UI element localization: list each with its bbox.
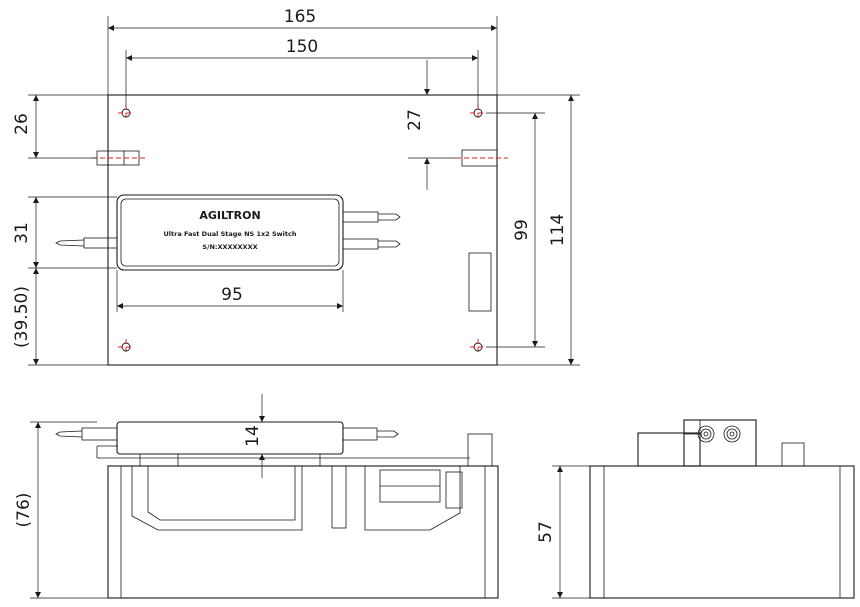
- dim-module-height: 31: [12, 222, 32, 244]
- dim-overall-depth: 114: [548, 214, 568, 246]
- svg-text:(39.50): (39.50): [12, 286, 32, 348]
- dim-overall-width: 165: [284, 7, 316, 27]
- dim-top-offset-left: 26: [12, 113, 32, 135]
- dim-base-height: 57: [536, 521, 556, 543]
- front-view-connector: [467, 433, 493, 467]
- side-view-module: [637, 419, 757, 467]
- side-view-base: [589, 465, 855, 599]
- output-fiber-2: [342, 238, 401, 250]
- dim-hole-spacing-x: 150: [286, 37, 318, 57]
- side-view-connector: [781, 442, 805, 467]
- module-serial-label: S/N:XXXXXXXX: [202, 243, 257, 251]
- mounting-hole-bottom-right: [470, 339, 486, 355]
- mounting-hole-top-left: [118, 105, 134, 121]
- front-view: (76) 14: [14, 394, 499, 599]
- dim-bottom-offset: 39.50: [12, 293, 32, 342]
- dim-bottom-offset-reference: (39.50): [12, 286, 32, 348]
- top-right-connector: [456, 149, 508, 167]
- module-brand-label: AGILTRON: [199, 209, 260, 222]
- mounting-hole-bottom-left: [118, 339, 134, 355]
- front-view-module: [55, 421, 399, 467]
- svg-text:(76): (76): [14, 493, 34, 528]
- module-description-label: Ultra Fast Dual Stage NS 1x2 Switch: [164, 230, 297, 238]
- dim-module-thickness: 14: [243, 425, 263, 447]
- fiber-port-1: [697, 425, 715, 443]
- side-view: 57: [536, 419, 855, 599]
- side-connector-block: [468, 252, 492, 312]
- input-fiber: [55, 237, 118, 249]
- dim-module-width: 95: [221, 285, 243, 305]
- dim-top-offset-right: 27: [405, 109, 425, 131]
- internal-components: [131, 465, 463, 531]
- fiber-port-2: [723, 425, 741, 443]
- output-fiber-1: [342, 211, 401, 223]
- top-view: AGILTRON Ultra Fast Dual Stage NS 1x2 Sw…: [12, 7, 580, 366]
- top-left-connector: [92, 150, 148, 166]
- switch-module: AGILTRON Ultra Fast Dual Stage NS 1x2 Sw…: [55, 194, 401, 271]
- top-view-baseplate: [107, 94, 498, 366]
- mounting-hole-top-right: [470, 105, 486, 121]
- dim-overall-height-reference: (76): [14, 493, 34, 528]
- dim-overall-height: 76: [14, 499, 34, 521]
- dim-hole-spacing-y: 99: [512, 219, 532, 241]
